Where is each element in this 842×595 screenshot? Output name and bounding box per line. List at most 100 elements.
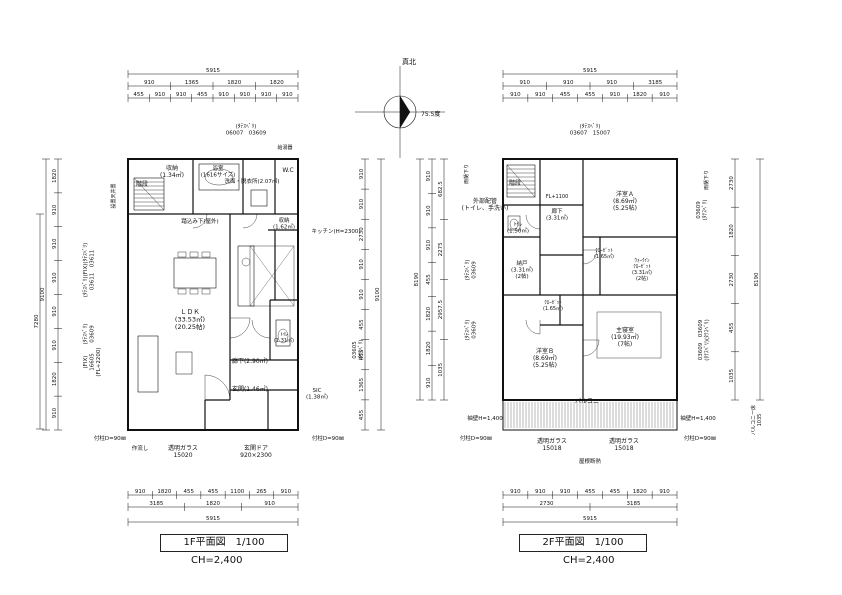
f1-right-label: 455 bbox=[359, 349, 365, 360]
f1-room-bath: 浴室 bbox=[212, 164, 224, 172]
f1-note-glass: 15020 bbox=[173, 452, 192, 459]
f1-top-row1-label: 1820 bbox=[270, 80, 284, 86]
f2-window-left2: 03609 bbox=[472, 321, 478, 339]
f1-bottom-row2-label-group: 1820 bbox=[206, 501, 220, 507]
f1-window-top: (ﾀﾃｽﾍﾞﾘ) bbox=[236, 123, 257, 130]
f2-note-gutter-group: 雨樋下り bbox=[463, 164, 470, 184]
f2-note-pillar-left: 付柱D=90㎜ bbox=[460, 434, 493, 442]
door-swing bbox=[582, 339, 600, 357]
f2-window-left: (ﾀﾃｽﾍﾞﾘ) bbox=[464, 260, 471, 281]
f1-room-toilet: ﾄｲﾚ bbox=[280, 332, 288, 338]
f1-bathtub bbox=[198, 163, 240, 191]
f1-top-row2-label-group: 910 bbox=[155, 92, 166, 98]
f1-right-total-label-group: 9100 bbox=[375, 287, 381, 301]
f2-right-row1-label-group: 455 bbox=[729, 322, 735, 333]
floor2-ceiling-height: CH=2,400 bbox=[563, 555, 615, 566]
door-swing bbox=[251, 319, 271, 339]
f1-note-door: 920×2300 bbox=[240, 452, 272, 459]
f2-room-storage: (3.31㎡) bbox=[511, 266, 533, 274]
f2-top-row2-label: 910 bbox=[510, 92, 521, 98]
f1-right-label-group: 2730 bbox=[359, 227, 365, 241]
f1-note-glass: 透明ガラス bbox=[168, 444, 198, 452]
f2-note-fl-group: FL+1100 bbox=[546, 194, 569, 200]
f1-top-row2-label: 455 bbox=[133, 92, 144, 98]
f1-left-row1-label-group: 910 bbox=[52, 340, 58, 351]
f1-right-total-label: 9100 bbox=[375, 287, 381, 301]
f1-right-label: 1365 bbox=[359, 377, 365, 391]
door-swing bbox=[582, 249, 598, 265]
f2-room-b: (5.25帖) bbox=[533, 361, 557, 369]
f2-left-total-label: 8190 bbox=[414, 272, 420, 286]
f1-kitchen-area bbox=[249, 245, 295, 307]
f1-top-row2-label: 910 bbox=[240, 92, 251, 98]
f2-note-gutter2-group: 雨樋下り bbox=[703, 170, 710, 190]
f1-right-label-group: 910 bbox=[359, 289, 365, 300]
f2-room-closet2: ｸﾛｰｾﾞｯﾄ bbox=[595, 247, 613, 254]
f1-left-row1-label: 910 bbox=[52, 272, 58, 283]
f1-chair bbox=[201, 251, 211, 258]
f1-left-sub-label: 7280 bbox=[34, 314, 40, 328]
stair-diagonal bbox=[506, 164, 536, 198]
f2-toilet-box bbox=[507, 215, 521, 231]
f2-top-total-label: 5915 bbox=[583, 68, 597, 74]
f2-left-row2-label: 2957.5 bbox=[438, 300, 444, 320]
f2-window-left-group: (ﾀﾃｽﾍﾞﾘ)03609 bbox=[464, 260, 478, 281]
f1-note-sink: 作流し bbox=[132, 444, 149, 452]
f1-top-row1-label-group: 1820 bbox=[270, 80, 284, 86]
f2-left-row2-label: 1035 bbox=[438, 362, 444, 376]
f2-right-row1-label: 2730 bbox=[729, 272, 735, 286]
f1-bottom-row1-label: 1820 bbox=[157, 489, 171, 495]
f2-note-glass2: 透明ガラス bbox=[609, 437, 639, 445]
f2-left-row2-label-group: 1035 bbox=[438, 362, 444, 376]
f2-room-closet2-group: ｸﾛｰｾﾞｯﾄ(1.65㎡) bbox=[594, 247, 614, 260]
f1-top-row2-label-group: 910 bbox=[240, 92, 251, 98]
f1-room-stair: 階段 bbox=[136, 180, 148, 188]
f1-left-row1-label-group: 910 bbox=[52, 238, 58, 249]
f2-left-total-label-group: 8190 bbox=[414, 272, 420, 286]
f1-chair bbox=[177, 251, 187, 258]
f2-top-row2-label: 910 bbox=[535, 92, 546, 98]
f1-kitchen-diag bbox=[249, 245, 295, 307]
f1-left-row1-label-group: 1820 bbox=[52, 372, 58, 386]
f1-top-row1-label-group: 1820 bbox=[227, 80, 241, 86]
f2-room-b-group: 洋室Ｂ(8.69㎡)(5.25帖) bbox=[533, 347, 557, 369]
f1-left-row1-label: 910 bbox=[52, 340, 58, 351]
f1-left-total-label-group: 9100 bbox=[40, 287, 46, 301]
f2-room-balcony: バルコニー bbox=[575, 398, 605, 405]
f2-top-row1-label: 3185 bbox=[648, 80, 662, 86]
f1-note-tv-group: 設置天井置 bbox=[110, 183, 117, 208]
f2-room-toilet: (1.50㎡) bbox=[507, 227, 529, 235]
f2-bottom-row1-label: 910 bbox=[659, 489, 670, 495]
f2-room-a: (8.69㎡) bbox=[613, 197, 637, 205]
f2-room-walkin: ｸﾛｰｾﾞｯﾄ bbox=[633, 263, 651, 270]
f2-bottom-total-label-group: 5915 bbox=[583, 516, 597, 522]
f2-top-row2-label: 910 bbox=[659, 92, 670, 98]
f1-top-row2-label-group: 910 bbox=[218, 92, 229, 98]
f1-right-label-group: 455 bbox=[359, 349, 365, 360]
f1-right-label: 910 bbox=[359, 289, 365, 300]
f1-room-toilet: (1.31㎡) bbox=[274, 337, 294, 344]
f1-left-row1-label-group: 1820 bbox=[52, 168, 58, 182]
f2-note-handrail-left-group: 袖壁H=1,400 bbox=[467, 414, 503, 422]
f2-top-row2-label-group: 910 bbox=[610, 92, 621, 98]
f1-bottom-row2-label-group: 3185 bbox=[149, 501, 163, 507]
f2-room-stair: 階段 bbox=[509, 179, 521, 187]
f2-note-pipe-group: 外部配管(トイレ、手洗い) bbox=[462, 197, 509, 212]
f1-note-pillar-left: 付柱D=90㎜ bbox=[94, 434, 127, 442]
f1-left-row1-label-group: 910 bbox=[52, 407, 58, 418]
f1-bottom-row2-label-group: 910 bbox=[264, 501, 275, 507]
f1-bottom-row1-label: 455 bbox=[208, 489, 219, 495]
f1-toilet-box bbox=[275, 319, 291, 347]
f1-right-label-group: 910 bbox=[359, 198, 365, 209]
f1-room-ldk: (33.53㎡) bbox=[175, 315, 205, 324]
f1-chair bbox=[189, 251, 199, 258]
f2-left-row1-label-group: 910 bbox=[426, 239, 432, 250]
f1-left-row1-label: 910 bbox=[52, 407, 58, 418]
f1-room-storage: 収納 bbox=[166, 164, 178, 172]
f2-top-row1-label-group: 910 bbox=[520, 80, 531, 86]
